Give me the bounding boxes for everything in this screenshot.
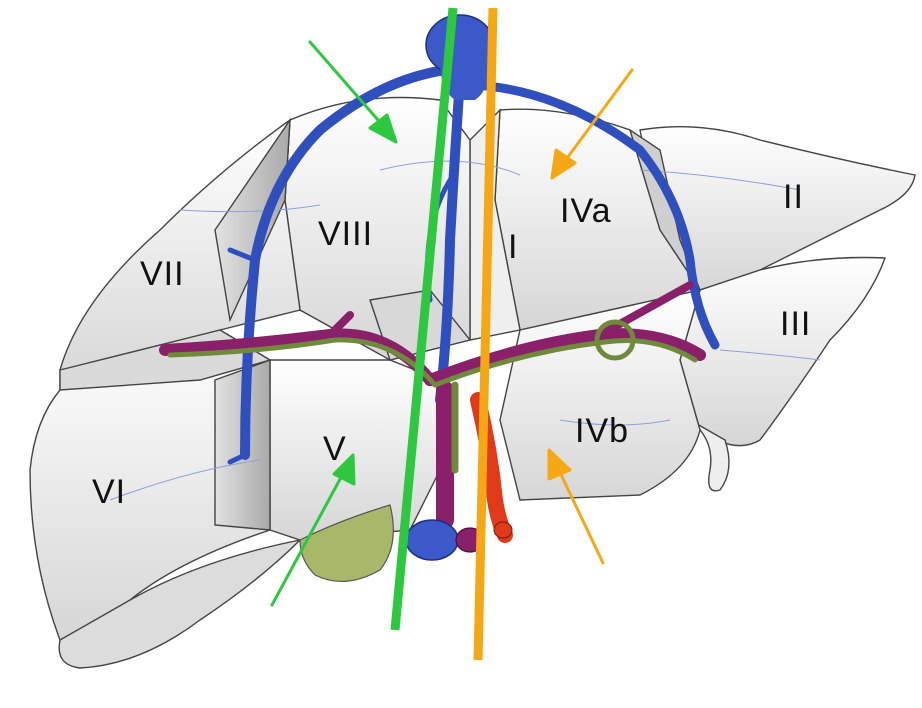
segment-iii-region [680,258,885,446]
label-segment-vii: VII [140,255,185,293]
label-segment-ii: II [783,178,804,216]
label-segment-i: I [508,228,518,266]
inferior-vena-cava-bottom [406,520,458,560]
hepatic-artery-bottom [494,522,512,538]
label-segment-vi: VI [92,473,126,511]
label-segment-v: V [323,430,347,468]
label-segment-iva: IVa [560,192,612,230]
label-segment-iii: III [780,305,811,343]
label-segment-ivb: IVb [575,412,629,450]
label-segment-viii: VIII [318,215,373,253]
